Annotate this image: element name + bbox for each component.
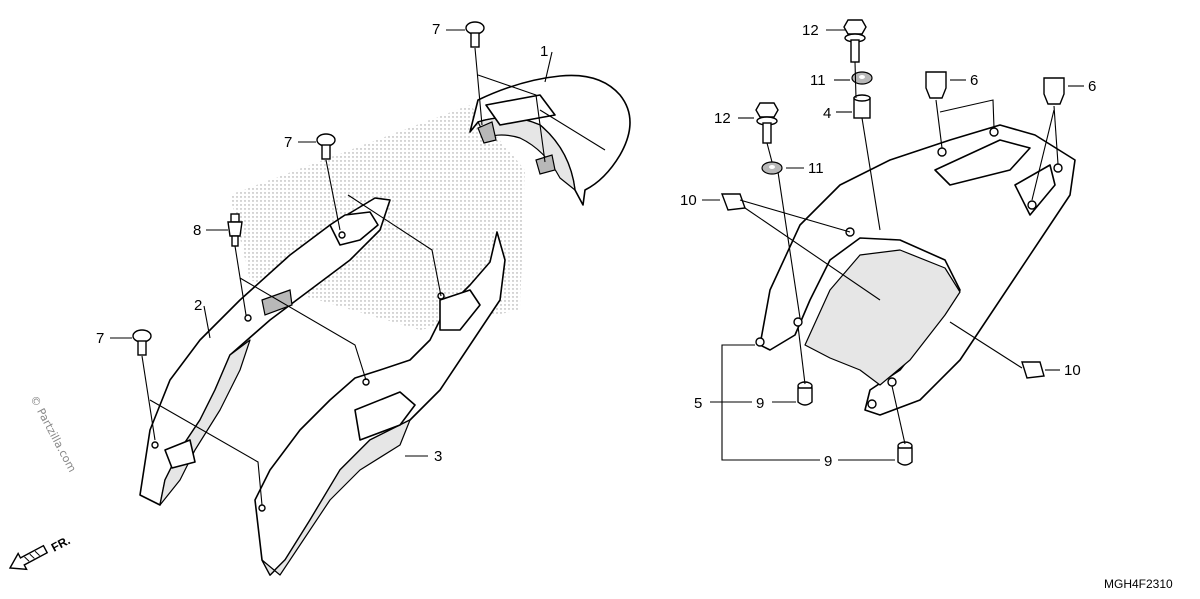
callout-12-left: 12	[714, 110, 731, 127]
cap-6-left[interactable]	[925, 71, 947, 99]
callout-3: 3	[434, 448, 442, 465]
bolt-7-left[interactable]	[132, 329, 152, 356]
nut-9-lower[interactable]	[897, 441, 913, 466]
callout-11-top: 11	[810, 72, 826, 89]
callout-7-top: 7	[432, 21, 440, 38]
watermark: © Partzilla.com	[27, 393, 78, 474]
bolt-7-middle[interactable]	[316, 133, 336, 160]
callout-9-middle: 9	[756, 395, 764, 412]
cap-6-right[interactable]	[1043, 77, 1065, 105]
bolt-12-top[interactable]	[843, 19, 867, 63]
callout-5: 5	[694, 395, 702, 412]
bolt-12-left[interactable]	[755, 102, 779, 144]
nut-9-middle[interactable]	[797, 381, 813, 406]
part-2-side-cover[interactable]	[139, 197, 391, 506]
callout-7-left: 7	[96, 330, 104, 347]
bolt-7-top[interactable]	[465, 21, 485, 48]
callout-4: 4	[823, 105, 831, 122]
callout-6-right: 6	[1088, 78, 1096, 95]
part-3-side-cover[interactable]	[254, 231, 506, 576]
part-1-rear-cowl[interactable]	[469, 74, 631, 206]
callout-10-right: 10	[1064, 362, 1081, 379]
clip-nut-10-right[interactable]	[1021, 361, 1045, 379]
front-marker-label: FR.	[49, 533, 73, 554]
callout-6-left: 6	[970, 72, 978, 89]
washer-11-left[interactable]	[761, 161, 783, 175]
callout-10-left: 10	[680, 192, 697, 209]
washer-11-top[interactable]	[851, 71, 873, 85]
clip-nut-10-left[interactable]	[720, 193, 746, 211]
callout-12-top: 12	[802, 22, 819, 39]
diagram-code: MGH4F2310	[1104, 577, 1173, 591]
callout-9-lower: 9	[824, 453, 832, 470]
leader-lines-right	[702, 29, 1084, 461]
collar-4[interactable]	[853, 94, 871, 119]
callout-2: 2	[194, 297, 202, 314]
callout-1: 1	[540, 43, 548, 60]
callout-8: 8	[193, 222, 201, 239]
clip-8[interactable]	[227, 213, 243, 247]
callout-11-left: 11	[808, 160, 824, 177]
front-direction-arrow-icon	[8, 544, 49, 571]
callout-7-middle: 7	[284, 134, 292, 151]
leader-lines-left	[110, 29, 553, 506]
